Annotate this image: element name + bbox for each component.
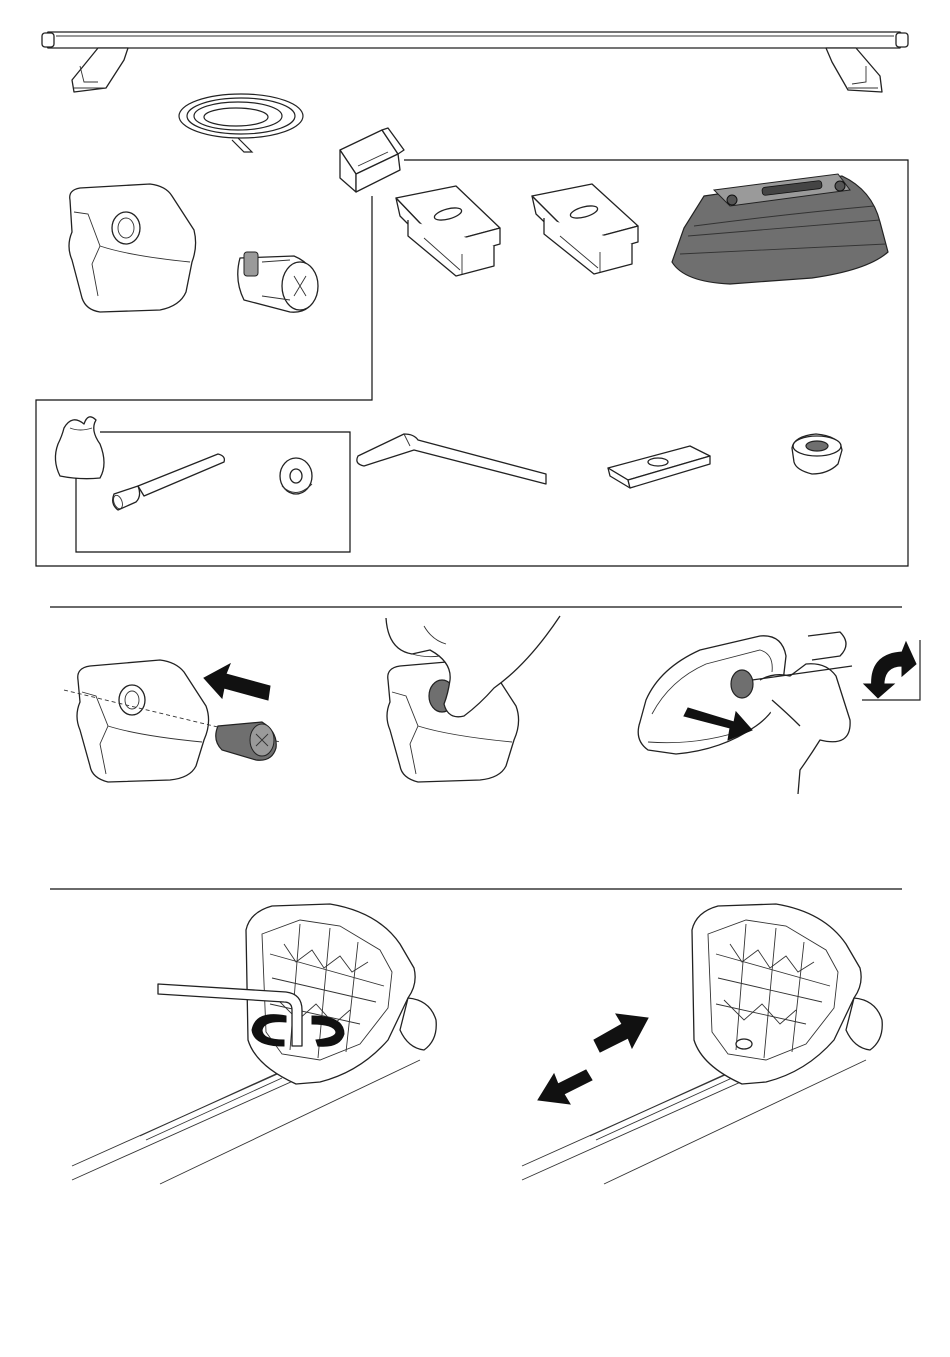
rubber-pad-b — [532, 184, 638, 274]
bolt — [112, 454, 225, 510]
roof-bar-with-feet — [42, 32, 908, 92]
tighten-bolt-step — [72, 904, 436, 1184]
foot-pad-dark — [672, 174, 888, 284]
rotate-arrow-icon — [862, 640, 920, 700]
end-cap-knob — [69, 184, 196, 312]
bushing — [792, 434, 842, 474]
remove-lock-step — [638, 632, 920, 794]
insert-lock-step — [64, 660, 280, 782]
arrow-up-right-icon — [594, 1014, 648, 1052]
hardware-bag-frame — [76, 432, 350, 552]
washer — [280, 458, 312, 494]
arrow-down-left-icon — [538, 1070, 592, 1104]
lock-cylinder — [238, 252, 318, 312]
lock-cylinder-dark — [216, 722, 276, 760]
clip-holder — [340, 128, 404, 192]
bag — [55, 417, 104, 479]
arrow-left-icon — [204, 664, 270, 700]
rubber-strip-coil — [179, 94, 303, 152]
slide-foot-step — [522, 904, 882, 1184]
rubber-pad-a — [396, 186, 500, 276]
press-lock-step — [386, 616, 560, 782]
allen-key — [357, 434, 546, 484]
plate — [608, 446, 710, 488]
